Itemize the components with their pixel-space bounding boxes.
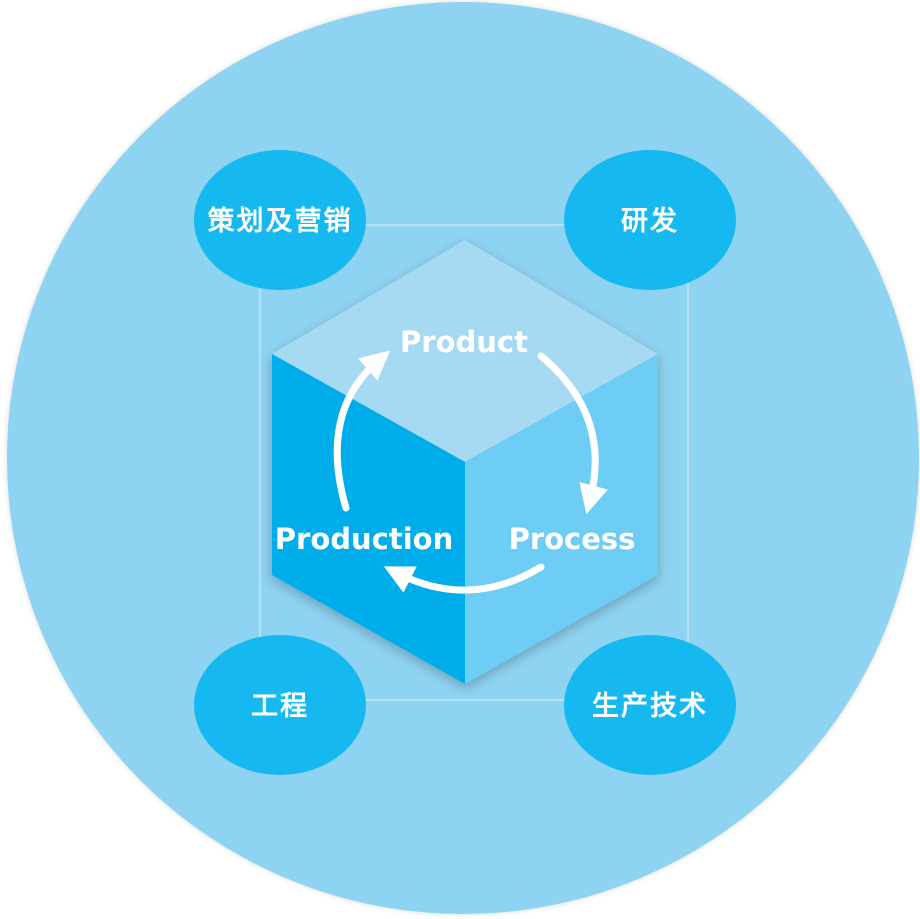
cycle-label-process: Process [509, 522, 636, 556]
department-label: 策划及营销 [208, 205, 353, 237]
cube-right-face [465, 354, 658, 684]
cube [272, 240, 658, 684]
department-bubble [194, 635, 366, 775]
department-top-right: 研发 [564, 150, 736, 290]
department-label: 研发 [621, 205, 679, 237]
cube-top-face [272, 240, 658, 462]
department-bottom-left: 工程 [194, 635, 366, 775]
arrow-product-to-process [537, 352, 608, 515]
cycle-label-production: Production [275, 522, 453, 556]
cube-left-face [272, 354, 465, 684]
department-label: 工程 [251, 691, 309, 722]
department-bottom-right: 生产技术 [564, 635, 736, 775]
arrow-process-to-production [383, 563, 545, 594]
department-top-left: 策划及营销 [194, 150, 366, 290]
department-bubble [194, 150, 366, 290]
department-bubble [564, 635, 736, 775]
cycle-arrows [333, 350, 608, 594]
cycle-label-product: Product [400, 325, 528, 359]
department-label: 生产技术 [592, 691, 708, 722]
department-bubble [564, 150, 736, 290]
arrow-production-to-product [333, 350, 391, 512]
